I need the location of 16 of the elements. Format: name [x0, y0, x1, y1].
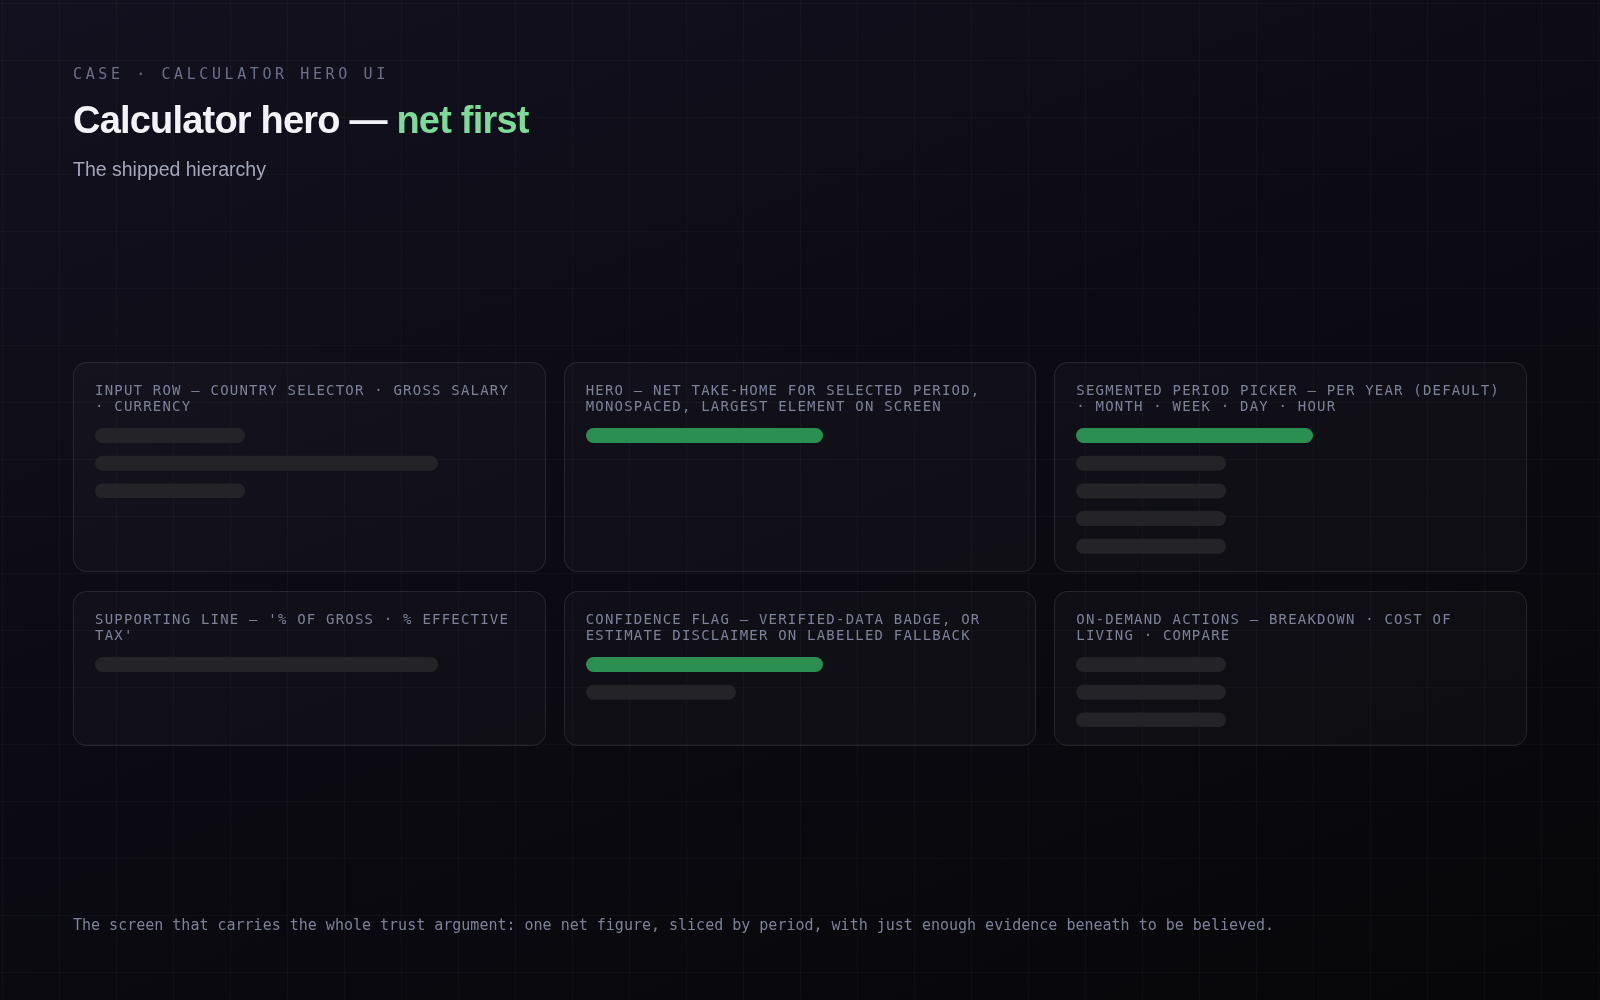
- card-label: CONFIDENCE FLAG — VERIFIED-DATA BADGE, OR ESTIMATE DISCLAIMER ON LABELLED FALLBACK: [585, 612, 982, 643]
- card-label: SEGMENTED PERIOD PICKER — PER YEAR (DEFAULT) · MONTH · WEEK · DAY · HOUR: [1076, 383, 1501, 414]
- card-label: HERO — NET TAKE-HOME FOR SELECTED PERIOD, MONOSPACED, LARGEST ELEMENT ON SCREEN: [585, 383, 982, 414]
- component-card: [73, 362, 546, 572]
- caption: The screen that carries the whole trust argument: one net figure, sliced by period, with just enough evidence beneath to be believed.: [73, 916, 1275, 934]
- page-title: Calculator hero — net first: [73, 98, 529, 143]
- card-label: ON-DEMAND ACTIONS — BREAKDOWN · COST OF LIVING · COMPARE: [1076, 612, 1453, 643]
- component-card: [563, 362, 1037, 572]
- component-card: [1054, 591, 1527, 746]
- card-label: SUPPORTING LINE — '% OF GROSS · % EFFECTIVE TAX': [95, 612, 511, 643]
- card-label: INPUT ROW — COUNTRY SELECTOR · GROSS SALARY · CURRENCY: [95, 383, 511, 414]
- component-card: [563, 591, 1037, 746]
- component-card: [73, 591, 546, 746]
- eyebrow-label: CASE · CALCULATOR HERO UI: [73, 65, 389, 83]
- subtitle: The shipped hierarchy: [73, 157, 266, 181]
- component-card: [1054, 362, 1527, 572]
